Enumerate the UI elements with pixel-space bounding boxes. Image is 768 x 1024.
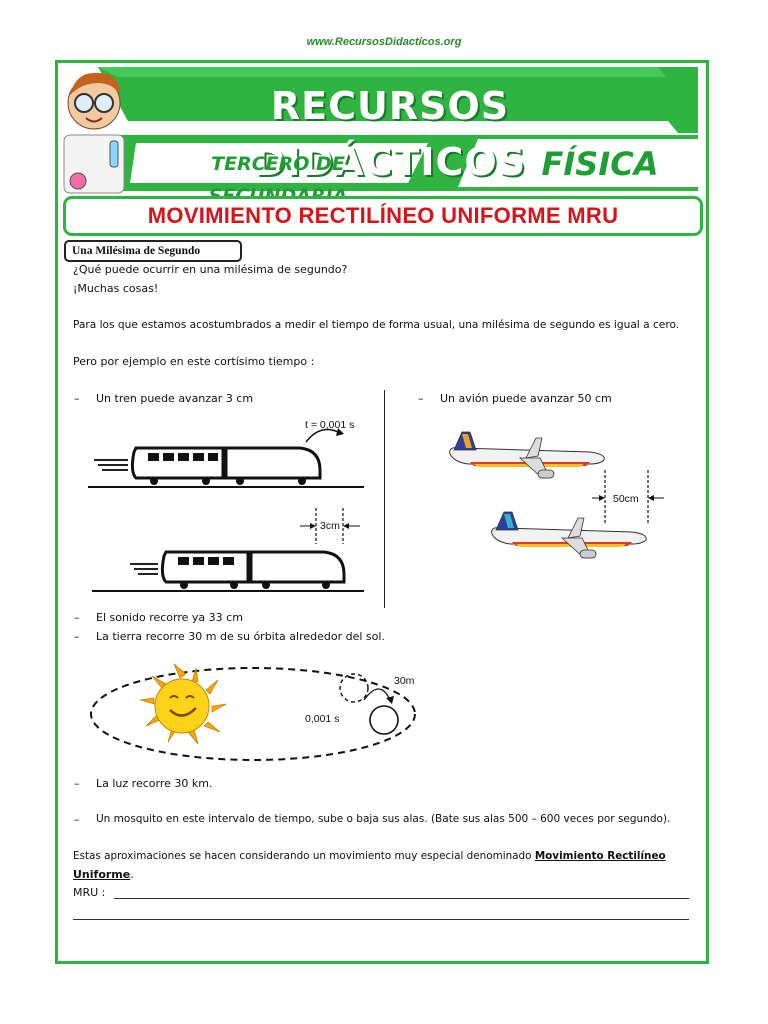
- page-frame: [55, 60, 709, 964]
- intro-question: ¿Qué puede ocurrir en una milésima de se…: [73, 263, 348, 276]
- answer-line-2[interactable]: [73, 919, 689, 920]
- bullet-dash: –: [74, 611, 80, 624]
- closing-line-2: Uniforme.: [73, 868, 134, 881]
- orbit-time-label: 0,001 s: [305, 713, 340, 725]
- subject-label: FÍSICA: [541, 145, 659, 183]
- banner-title: RECURSOS DIDÁCTICOS: [253, 84, 527, 184]
- bullet-dash: –: [418, 392, 424, 405]
- mosquito-item: Un mosquito en este intervalo de tiempo,…: [96, 813, 671, 825]
- column-divider: [384, 390, 385, 608]
- plane-distance-label: 50cm: [613, 493, 639, 505]
- intro-exclamation: ¡Muchas cosas!: [73, 282, 159, 295]
- answer-line-1[interactable]: [114, 898, 689, 899]
- orbit-illustration: [90, 663, 416, 761]
- bullet-dash: –: [74, 630, 80, 643]
- train-distance-label: 3cm: [320, 520, 340, 532]
- orbit-distance-label: 30m: [394, 675, 415, 687]
- earth-item: La tierra recorre 30 m de su órbita alre…: [96, 630, 385, 643]
- scientist-icon: [63, 72, 125, 194]
- train-icon: [92, 550, 364, 592]
- site-url[interactable]: www.RecursosDidacticos.org: [306, 36, 462, 48]
- closing-prefix: Estas aproximaciones se hacen consideran…: [73, 850, 532, 862]
- train-time-label: t = 0,001 s: [305, 419, 355, 431]
- train-illustration: [88, 428, 364, 592]
- bullet-dash: –: [74, 813, 80, 826]
- intro-example: Pero por ejemplo en este cortísimo tiemp…: [73, 355, 315, 368]
- plane-item: Un avión puede avanzar 50 cm: [440, 392, 612, 405]
- section-label: Una Milésima de Segundo: [64, 240, 242, 262]
- bullet-dash: –: [74, 392, 80, 405]
- airplane-icon: [449, 431, 605, 479]
- header-banner: [63, 67, 698, 194]
- page-title: MOVIMIENTO RECTILÍNEO UNIFORME MRU: [147, 203, 619, 228]
- closing-period: .: [130, 868, 134, 881]
- mru-label: MRU :: [73, 886, 106, 899]
- sun-icon: [139, 663, 227, 745]
- closing-term-2: Uniforme: [73, 868, 131, 881]
- train-item: Un tren puede avanzar 3 cm: [96, 392, 254, 405]
- closing-text: Estas aproximaciones se hacen consideran…: [73, 850, 666, 862]
- intro-paragraph: Para los que estamos acostumbrados a med…: [73, 319, 680, 331]
- sound-item: El sonido recorre ya 33 cm: [96, 611, 243, 624]
- plane-illustration: [449, 431, 664, 559]
- closing-term-1: Movimiento Rectilíneo: [534, 850, 666, 862]
- bullet-dash: –: [74, 777, 80, 790]
- title-box: [63, 196, 703, 236]
- airplane-icon: [491, 511, 647, 559]
- light-item: La luz recorre 30 km.: [96, 777, 213, 790]
- train-icon: [88, 446, 364, 488]
